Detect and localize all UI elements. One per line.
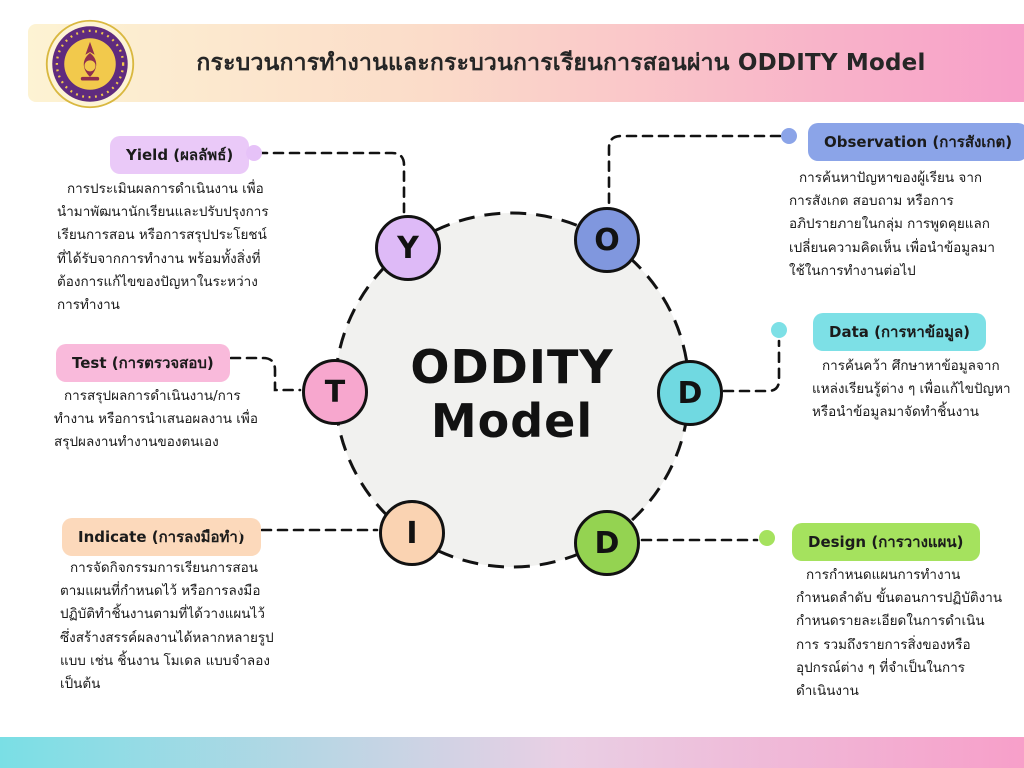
page-title: กระบวนการทำงานและกระบวนการเรียนการสอนผ่า… xyxy=(196,50,926,76)
dot-test xyxy=(214,350,230,366)
node-observation-letter: O xyxy=(594,222,620,258)
node-indicate: I xyxy=(379,500,445,566)
dot-design xyxy=(759,530,775,546)
dot-observation xyxy=(781,128,797,144)
header-banner: กระบวนการทำงานและกระบวนการเรียนการสอนผ่า… xyxy=(28,24,1024,102)
connector-yield xyxy=(256,151,406,214)
footer-gradient-bar xyxy=(0,737,1024,768)
dot-yield xyxy=(246,145,262,161)
label-yield: Yield (ผลลัพธ์) xyxy=(110,136,250,174)
label-indicate: Indicate (การลงมือทำ) xyxy=(62,518,261,556)
dot-indicate xyxy=(239,520,255,536)
connector-data xyxy=(722,339,781,393)
school-emblem-icon xyxy=(45,19,135,109)
node-test: T xyxy=(302,359,368,425)
connector-observation xyxy=(607,134,782,206)
description-indicate: การจัดกิจกรรมการเรียนการสอนตามแผนที่กำหน… xyxy=(60,560,274,693)
description-data: การค้นคว้า ศึกษาหาข้อมูลจากแหล่งเรียนรู้… xyxy=(812,358,1011,421)
node-design: D xyxy=(574,510,640,576)
center-model-title: ODDITY Model xyxy=(362,340,662,449)
node-data-letter: D xyxy=(677,375,703,411)
node-data: D xyxy=(657,360,723,426)
node-observation: O xyxy=(574,207,640,273)
node-yield-letter: Y xyxy=(397,230,419,266)
node-design-letter: D xyxy=(594,525,620,561)
label-observation: Observation (การสังเกต) xyxy=(808,123,1024,161)
school-logo xyxy=(44,18,136,110)
center-title-line2: Model xyxy=(430,394,594,449)
description-test: การสรุปผลการดำเนินงาน/การทำงาน หรือการนำ… xyxy=(54,388,258,451)
node-indicate-letter: I xyxy=(406,515,418,551)
node-yield: Y xyxy=(375,215,441,281)
description-design: การกำหนดแผนการทำงาน กำหนดลำดับ ขั้นตอนกา… xyxy=(796,567,1003,700)
node-test-letter: T xyxy=(324,374,346,410)
description-observation: การค้นหาปัญหาของผู้เรียน จากการสังเกต สอ… xyxy=(789,170,995,279)
description-yield: การประเมินผลการดำเนินงาน เพื่อนำมาพัฒนาน… xyxy=(57,181,269,314)
dot-data xyxy=(771,322,787,338)
connector-test xyxy=(229,356,302,392)
label-design: Design (การวางแผน) xyxy=(792,523,980,561)
label-data: Data (การหาข้อมูล) xyxy=(813,313,987,351)
center-title-line1: ODDITY xyxy=(410,340,614,394)
label-test: Test (การตรวจสอบ) xyxy=(56,344,230,382)
